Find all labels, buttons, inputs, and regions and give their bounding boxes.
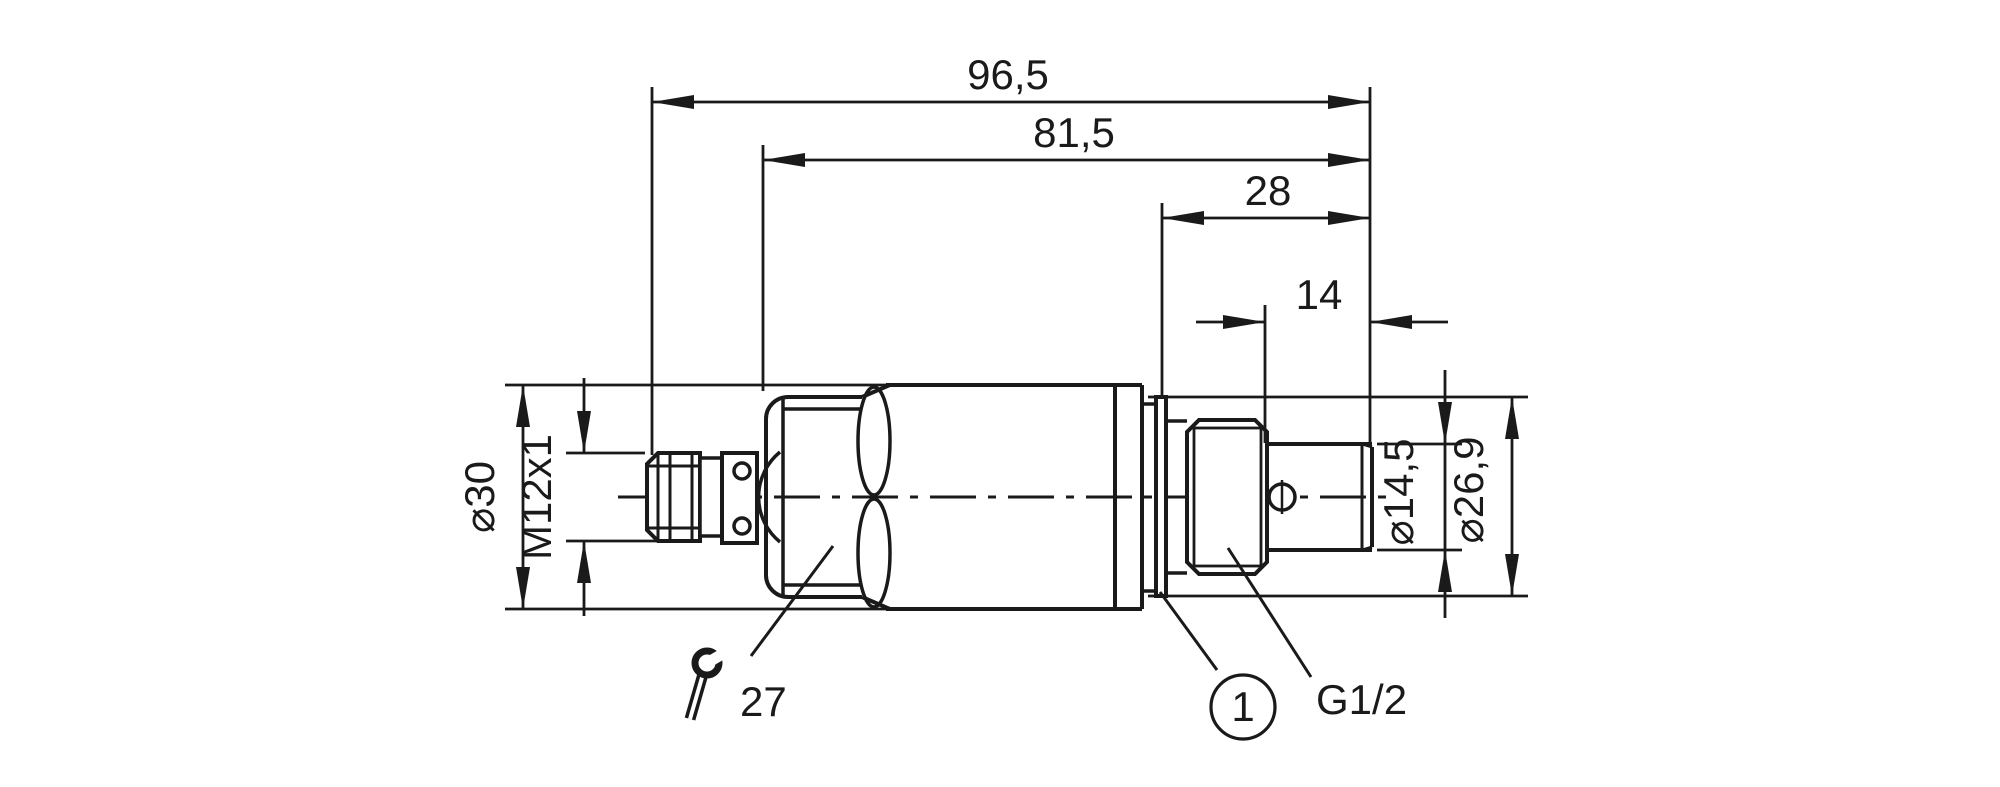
hex-corner-arc [856, 497, 892, 609]
wrench-head-ring [691, 647, 723, 679]
hex-nut [756, 383, 892, 611]
wrench-handle-core [688, 673, 705, 720]
m12-electrical-connector [645, 451, 759, 545]
dim-label-seal-diameter: ⌀26,9 [1445, 436, 1492, 543]
hex-left-face [764, 395, 789, 599]
dim-label-process-length: 28 [1245, 167, 1292, 214]
dim-label-tip-diameter: ⌀14,5 [1375, 438, 1422, 545]
housing-body [505, 383, 1144, 611]
dim-label-without-connector: 81,5 [1033, 109, 1115, 156]
wrench-size-label: 27 [740, 678, 787, 725]
hex-front-face-arc [756, 450, 782, 544]
m12-pin-hole [732, 461, 752, 481]
hex-body-chamfer [861, 383, 891, 399]
wrench-jaw-opening [704, 644, 734, 668]
callout-1-leader-line [1158, 591, 1219, 671]
wrench-leader-line [749, 545, 835, 657]
wrench-icon [684, 644, 734, 721]
dimension-lines [516, 95, 1519, 618]
tip-chamfer [1361, 545, 1373, 552]
callout-1-circle [1209, 673, 1277, 741]
dim-label-connector-thread: M12x1 [513, 434, 560, 560]
seal-washer [1154, 395, 1168, 598]
g12-thread-root [1192, 426, 1263, 568]
tip-chamfer [1361, 442, 1373, 449]
dim-label-housing-diameter: ⌀30 [456, 461, 503, 533]
callout-1-number: 1 [1231, 683, 1254, 730]
dim-label-overall-length: 96,5 [967, 51, 1049, 98]
process-connection [1142, 395, 1374, 598]
m12-neck [698, 456, 724, 538]
g12-leader-line [1226, 547, 1313, 678]
m12-pin-hole [732, 516, 752, 536]
hex-corner-arc [856, 385, 892, 497]
hex-body-chamfer [861, 595, 891, 611]
g12-thread-outline [1185, 418, 1269, 576]
dim-label-thread-length: 14 [1296, 271, 1343, 318]
process-thread-label: G1/2 [1316, 676, 1407, 723]
